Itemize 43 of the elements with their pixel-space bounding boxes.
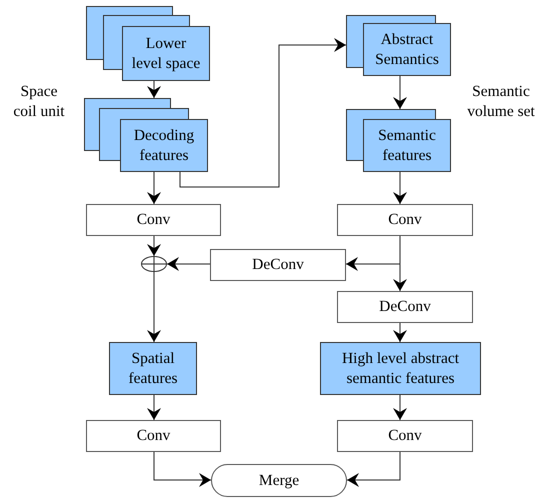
process-box (337, 204, 473, 236)
group-label: Semantic volume set (466, 82, 536, 122)
arrow (147, 272, 161, 342)
node-label: Merge (258, 470, 300, 490)
group-label: Space coil unit (12, 82, 66, 122)
arrow (393, 76, 407, 110)
node-label: Conv (388, 426, 422, 446)
arrow (393, 236, 407, 292)
process-box (86, 420, 221, 452)
terminal-box (211, 464, 347, 497)
stacked-feature-maps (346, 109, 451, 172)
node-label: Decoding features (132, 126, 196, 166)
arrow (393, 172, 407, 204)
arrow (147, 172, 161, 204)
node-label: Lower level space (130, 34, 202, 74)
arrow (166, 257, 210, 271)
process-box (210, 249, 346, 281)
node-label: DeConv (379, 297, 431, 317)
arrow (180, 38, 346, 188)
node-label: Abstract Semantics (374, 30, 440, 70)
process-box (86, 204, 221, 236)
process-box (337, 420, 473, 452)
feature-box (320, 342, 481, 395)
node-label: Conv (136, 210, 170, 230)
node-label: Conv (136, 426, 170, 446)
arrow (393, 322, 407, 342)
node-label: DeConv (252, 255, 304, 275)
feature-box (109, 342, 197, 395)
sum-node (141, 256, 167, 272)
arrow (393, 394, 407, 420)
node-label: High level abstract semantic features (340, 348, 460, 388)
node-label: Semantic features (377, 126, 437, 166)
stacked-feature-maps (346, 15, 451, 76)
arrow (346, 452, 400, 487)
node-label: Spatial features (127, 348, 179, 388)
arrow (147, 236, 161, 256)
arrow (154, 452, 212, 487)
arrow (147, 394, 161, 420)
arrow (147, 80, 161, 98)
process-box (337, 291, 473, 323)
node-label: Conv (388, 210, 422, 230)
stacked-feature-maps (84, 98, 208, 172)
stacked-feature-maps (86, 6, 210, 81)
